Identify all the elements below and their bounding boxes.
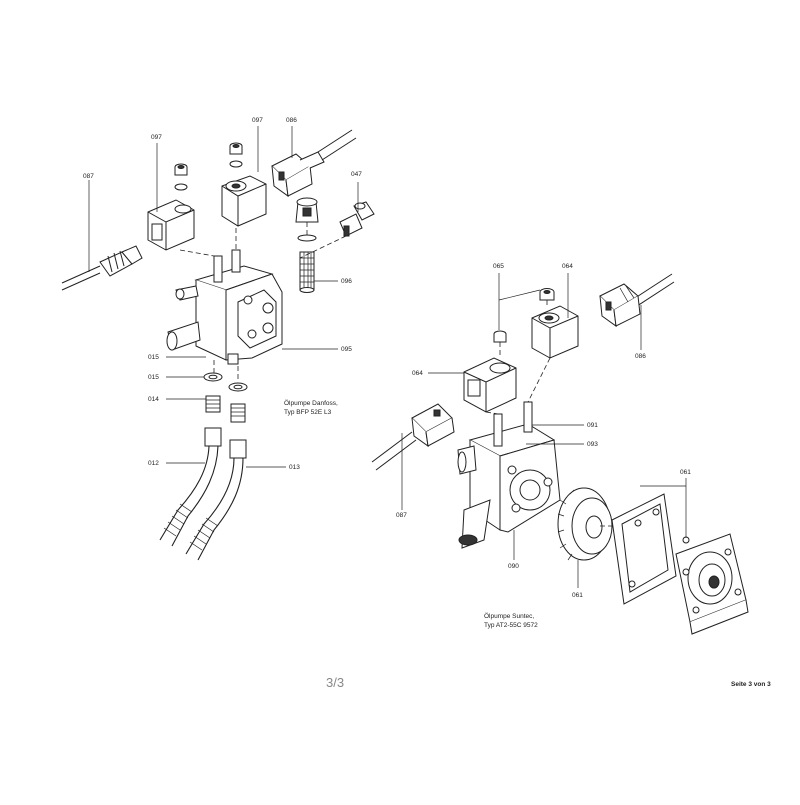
label-097-large: 097 [252, 117, 263, 124]
plug-086-right [599, 273, 675, 328]
gear-coupling [557, 487, 613, 561]
caption-danfoss-line2: Typ BFP 52E L3 [284, 409, 332, 416]
label-091: 091 [587, 422, 598, 429]
pump-body-095 [166, 249, 283, 365]
label-047: 047 [351, 171, 362, 178]
guide-lines-left [179, 222, 347, 382]
gasket-061 [611, 493, 677, 605]
coil-064-upper [531, 288, 579, 359]
suntec-pump-assembly: 065 064 064 086 091 093 087 090 061 061 … [371, 263, 749, 635]
coil-097-large [221, 142, 267, 227]
page-number: 3/3 [326, 675, 344, 690]
label-061-gear: 061 [572, 592, 583, 599]
label-014: 014 [148, 396, 159, 403]
label-086-left: 086 [286, 117, 297, 124]
label-064-lower: 064 [412, 370, 423, 377]
label-015-a: 015 [148, 354, 159, 361]
caption-danfoss-line1: Ölpumpe Danfoss, [284, 399, 338, 407]
mounting-flange [675, 533, 749, 635]
leaders-left [88, 126, 359, 468]
page-footer: Seite 3 von 3 [731, 681, 771, 688]
label-013: 013 [289, 464, 300, 471]
label-096: 096 [341, 278, 352, 285]
caption-suntec-line1: Ölpumpe Suntec, [484, 612, 534, 620]
washers-015 [203, 372, 248, 392]
danfoss-pump-assembly: 097 097 086 087 047 096 095 015 015 014 … [61, 117, 375, 561]
pump-body-090 [457, 401, 561, 549]
label-093: 093 [587, 441, 598, 448]
plug-086-left [271, 129, 357, 198]
label-065: 065 [493, 263, 504, 270]
hoses-012-013 [159, 427, 247, 561]
nipples-014 [205, 395, 246, 423]
leaders-right [401, 273, 687, 588]
caption-suntec-line2: Typ AT2-55C 9572 [484, 622, 538, 629]
label-061-gasket: 061 [680, 469, 691, 476]
label-012: 012 [148, 460, 159, 467]
label-095: 095 [341, 346, 352, 353]
coil-097-small [147, 163, 195, 251]
cable-087-left [61, 245, 143, 291]
filter-096 [295, 197, 319, 293]
label-086-right: 086 [635, 353, 646, 360]
label-015-b: 015 [148, 374, 159, 381]
labels-left: 097 097 086 087 047 096 095 015 015 014 … [83, 117, 362, 471]
fitting-047 [339, 201, 375, 237]
labels-right: 065 064 064 086 091 093 087 090 061 061 [396, 263, 691, 599]
guide-lines-right [485, 300, 612, 527]
label-090: 090 [508, 563, 519, 570]
label-097-small: 097 [151, 134, 162, 141]
coil-064-lower [463, 330, 517, 413]
label-087-left: 087 [83, 173, 94, 180]
cable-087-right [371, 403, 455, 471]
label-087-right: 087 [396, 512, 407, 519]
label-064-upper: 064 [562, 263, 573, 270]
